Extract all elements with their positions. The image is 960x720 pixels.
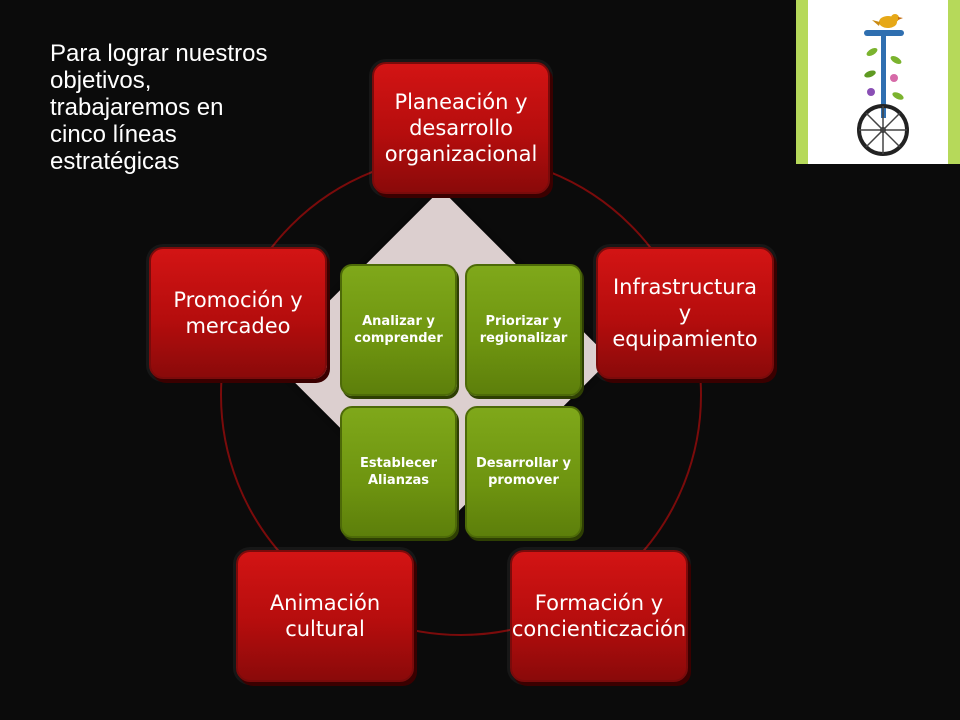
unicycle-bird-logo-icon [857, 14, 909, 156]
logo-frame [796, 0, 960, 164]
outer-line-infrastructura: Infrastructura y equipamiento [596, 247, 774, 379]
outer-line-formacion: Formación y concienticzación [510, 550, 688, 682]
inner-action-establecer: Establecer Alianzas [340, 406, 457, 538]
inner-action-desarrollar: Desarrollar y promover [465, 406, 582, 538]
logo-background [808, 0, 948, 164]
inner-action-analizar: Analizar y comprender [340, 264, 457, 396]
outer-line-promocion: Promoción y mercadeo [149, 247, 327, 379]
intro-text: Para lograr nuestros objetivos, trabajar… [50, 40, 268, 175]
outer-line-planeacion: Planeación y desarrollo organizacional [372, 62, 550, 194]
inner-action-priorizar: Priorizar y regionalizar [465, 264, 582, 396]
outer-line-animacion: Animación cultural [236, 550, 414, 682]
